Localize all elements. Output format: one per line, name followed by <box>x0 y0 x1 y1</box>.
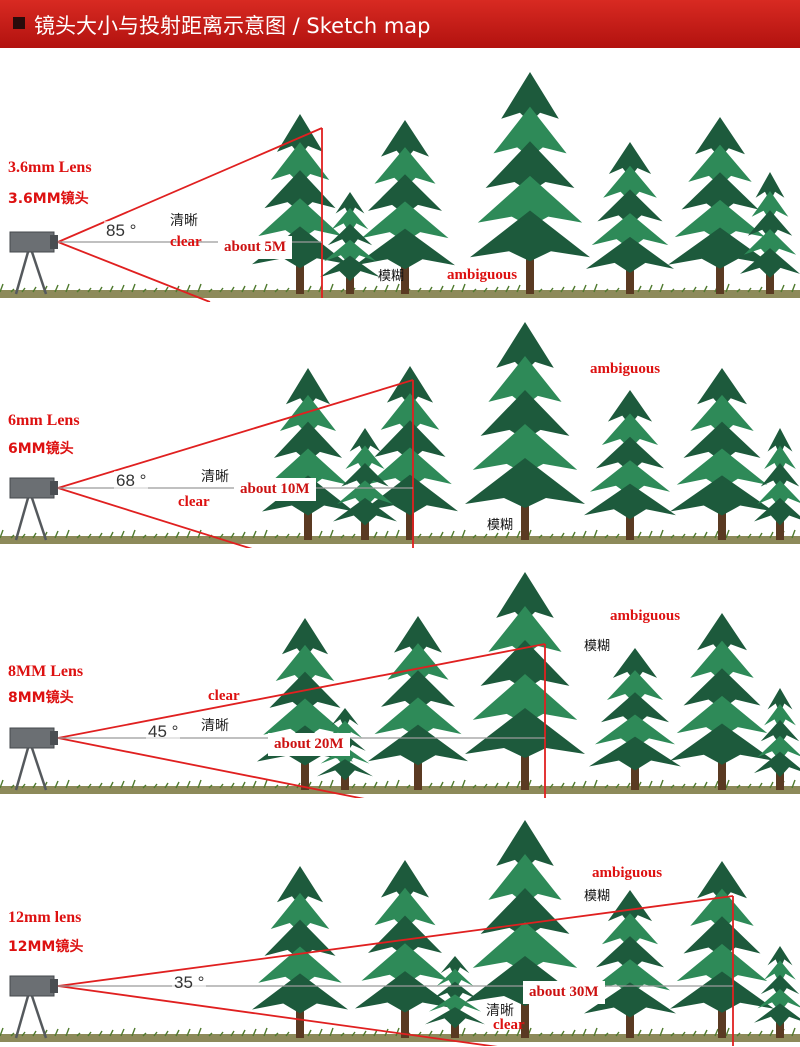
distance-label: about 30M <box>523 981 605 1004</box>
lens-label-cn: 8MM镜头 <box>8 690 74 706</box>
lens-label-cn: 12MM镜头 <box>8 939 84 955</box>
clear-label-cn: 清晰 <box>201 469 229 485</box>
clear-label-en: clear <box>178 494 210 510</box>
scene-illustration <box>0 322 800 548</box>
angle-label: 45 ° <box>146 722 181 742</box>
clear-label-en: clear <box>493 1017 525 1033</box>
lens-label-en: 6mm Lens <box>8 412 80 429</box>
lens-label-en: 8MM Lens <box>8 663 84 680</box>
clear-label-en: clear <box>170 234 202 250</box>
header-banner: 镜头大小与投射距离示意图 / Sketch map <box>0 0 800 48</box>
blur-label-en: ambiguous <box>447 267 518 283</box>
blur-label-cn: 模糊 <box>584 889 611 904</box>
clear-label-cn: 清晰 <box>201 718 229 734</box>
page-title: 镜头大小与投射距离示意图 / Sketch map <box>34 14 431 38</box>
distance-label: about 10M <box>234 478 316 501</box>
clear-label-cn: 清晰 <box>486 1003 514 1019</box>
lens-label-en: 12mm lens <box>8 909 82 926</box>
blur-label-cn: 模糊 <box>487 518 514 533</box>
blur-label-en: ambiguous <box>592 865 663 881</box>
clear-label-en: clear <box>208 688 240 704</box>
lens-label-cn: 6MM镜头 <box>8 441 74 457</box>
blur-label-en: ambiguous <box>610 608 681 624</box>
blur-label-cn: 模糊 <box>378 269 405 284</box>
scene-illustration <box>0 72 800 302</box>
lens-panel-6mm: 6mm Lens 6MM镜头 68 ° 清晰 clear about 10M 模… <box>0 308 800 548</box>
lens-label-en: 3.6mm Lens <box>8 159 92 176</box>
blur-label-cn: 模糊 <box>584 639 611 654</box>
scene-illustration <box>0 820 800 1046</box>
angle-label: 68 ° <box>114 471 149 491</box>
distance-label: about 5M <box>218 236 293 259</box>
header-square-icon <box>13 17 25 29</box>
scene-illustration <box>0 572 800 798</box>
angle-label: 35 ° <box>172 973 207 993</box>
blur-label-en: ambiguous <box>590 361 661 377</box>
lens-panel-8mm: 8MM Lens 8MM镜头 45 ° 清晰 clear about 20M 模… <box>0 558 800 798</box>
lens-panel-3-6mm: 3.6mm Lens 3.6MM镜头 85 ° 清晰 clear about 5… <box>0 62 800 302</box>
lens-label-cn: 3.6MM镜头 <box>8 191 89 207</box>
lens-panel-12mm: 12mm lens 12MM镜头 35 ° 清晰 clear about 30M… <box>0 806 800 1046</box>
angle-label: 85 ° <box>104 221 139 241</box>
clear-label-cn: 清晰 <box>170 213 198 229</box>
distance-label: about 20M <box>268 733 350 756</box>
